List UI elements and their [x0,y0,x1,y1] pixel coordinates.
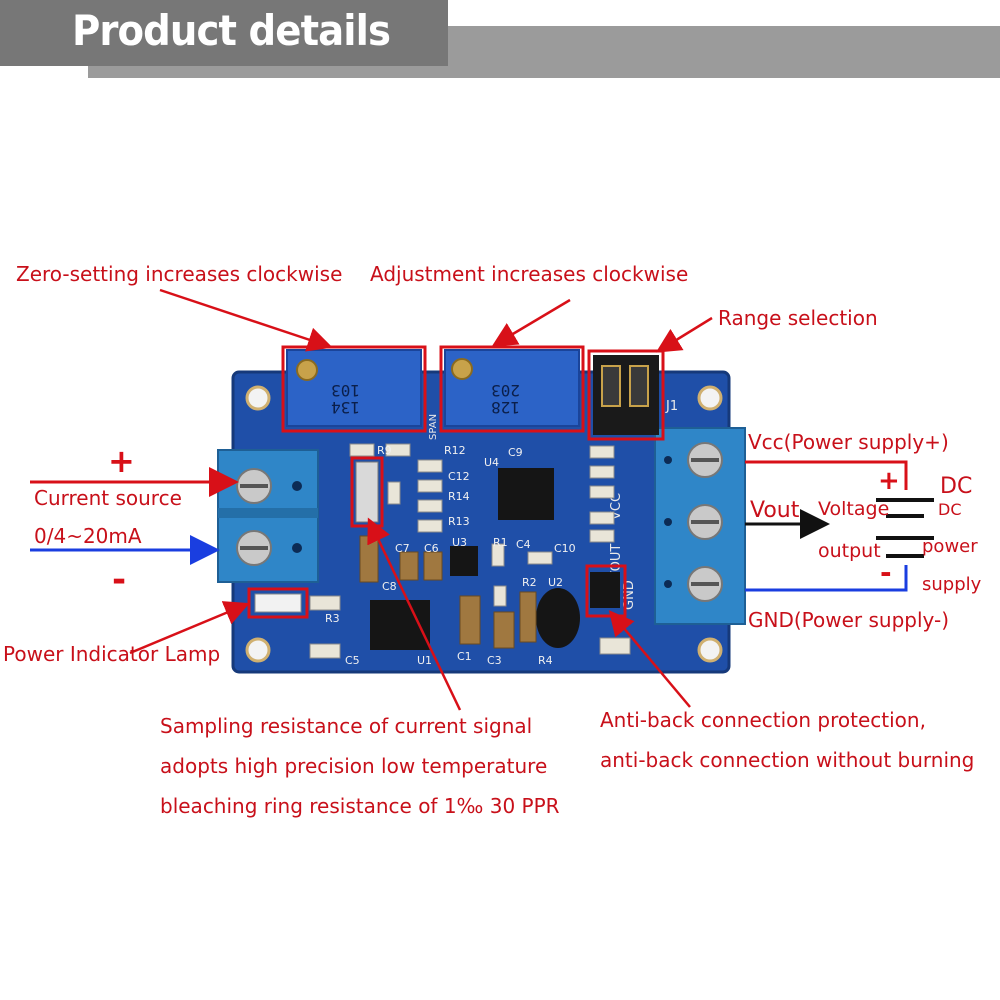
label-adjustment: Adjustment increases clockwise [370,262,689,286]
svg-text:C12: C12 [448,470,470,483]
mount-hole-bottom-right [697,637,723,663]
label-range-selection: Range selection [718,306,878,330]
output-terminal-block [654,427,746,625]
arrow-range [655,316,713,353]
svg-text:C5: C5 [345,654,360,667]
svg-text:VOUT: VOUT [609,544,624,580]
label-plus-left: + [108,442,135,480]
arrow-adjust [491,298,571,347]
arrow-led [129,601,250,655]
label-minus-left: - [112,560,127,600]
header-box: Product details [0,0,448,66]
svg-text:C10: C10 [554,542,576,555]
label-dc-main: DC [940,474,973,499]
gnd-wire [745,565,908,592]
input-terminal-block [217,449,319,583]
label-current-source: Current source [34,486,182,510]
svg-text:R9: R9 [377,444,392,457]
svg-text:C8: C8 [382,580,397,593]
protection-diode [590,572,620,608]
svg-text:203: 203 [491,381,520,400]
mount-hole-top-left [245,385,271,411]
svg-text:C7: C7 [395,542,410,555]
label-gnd: GND(Power supply-) [748,608,950,632]
svg-text:U3: U3 [452,536,467,549]
svg-text:U2: U2 [548,576,563,589]
arrow-sampling [367,517,462,711]
svg-text:R12: R12 [444,444,466,457]
svg-text:U4: U4 [484,456,499,469]
mount-hole-top-right [697,385,723,411]
arrow-zero [159,288,333,352]
label-vout: Vout [750,498,800,523]
label-zero-setting: Zero-setting increases clockwise [16,262,343,286]
svg-text:C1: C1 [457,650,472,663]
mount-hole-bottom-left [245,637,271,663]
svg-text:128: 128 [491,398,520,417]
passive-components [309,443,631,659]
ic-u3 [450,546,478,576]
page-title: Product details [72,6,391,55]
label-power: power [922,536,978,557]
svg-text:134: 134 [331,398,360,417]
label-supply: supply [922,574,982,595]
span-potentiometer: 203 128 [444,349,580,427]
svg-text:R4: R4 [538,654,553,667]
svg-text:C3: C3 [487,654,502,667]
svg-text:R13: R13 [448,515,470,528]
label-current-range: 0/4~20mA [34,524,142,548]
label-power-indicator: Power Indicator Lamp [3,642,221,666]
zero-potentiometer: 103 134 [286,349,422,427]
svg-text:U1: U1 [417,654,432,667]
svg-text:103: 103 [331,381,360,400]
svg-text:C9: C9 [508,446,523,459]
svg-text:R3: R3 [325,612,340,625]
label-minus-right: - [880,556,892,589]
svg-text:C6: C6 [424,542,439,555]
label-sampling-3: bleaching ring resistance of 1‰ 30 PPR [160,794,560,818]
svg-text:SPAN: SPAN [428,414,439,440]
vcc-wire [745,460,908,490]
label-antiback-2: anti-back connection without burning [600,748,975,772]
dc-supply-symbol [876,498,934,558]
label-sampling-1: Sampling resistance of current signal [160,714,533,738]
sampling-resistor [355,461,379,523]
power-led [254,593,302,613]
label-antiback-1: Anti-back connection protection, [600,708,926,732]
svg-text:C4: C4 [516,538,531,551]
label-output: output [818,540,881,562]
svg-text:J1: J1 [665,399,678,414]
capacitors [359,535,537,649]
svg-text:R1: R1 [493,536,508,549]
arrow-antiback [608,610,691,708]
range-jumper: J1 [593,355,678,435]
svg-text:R2: R2 [522,576,537,589]
ic-u4 [498,468,554,520]
label-vcc: Vcc(Power supply+) [748,430,949,454]
ic-u2 [536,588,580,648]
ic-u1 [370,600,430,650]
label-sampling-2: adopts high precision low temperature [160,754,548,778]
label-voltage: Voltage [818,498,890,520]
svg-text:R14: R14 [448,490,470,503]
label-dc-small: DC [938,500,962,519]
label-plus-right: + [878,466,900,496]
